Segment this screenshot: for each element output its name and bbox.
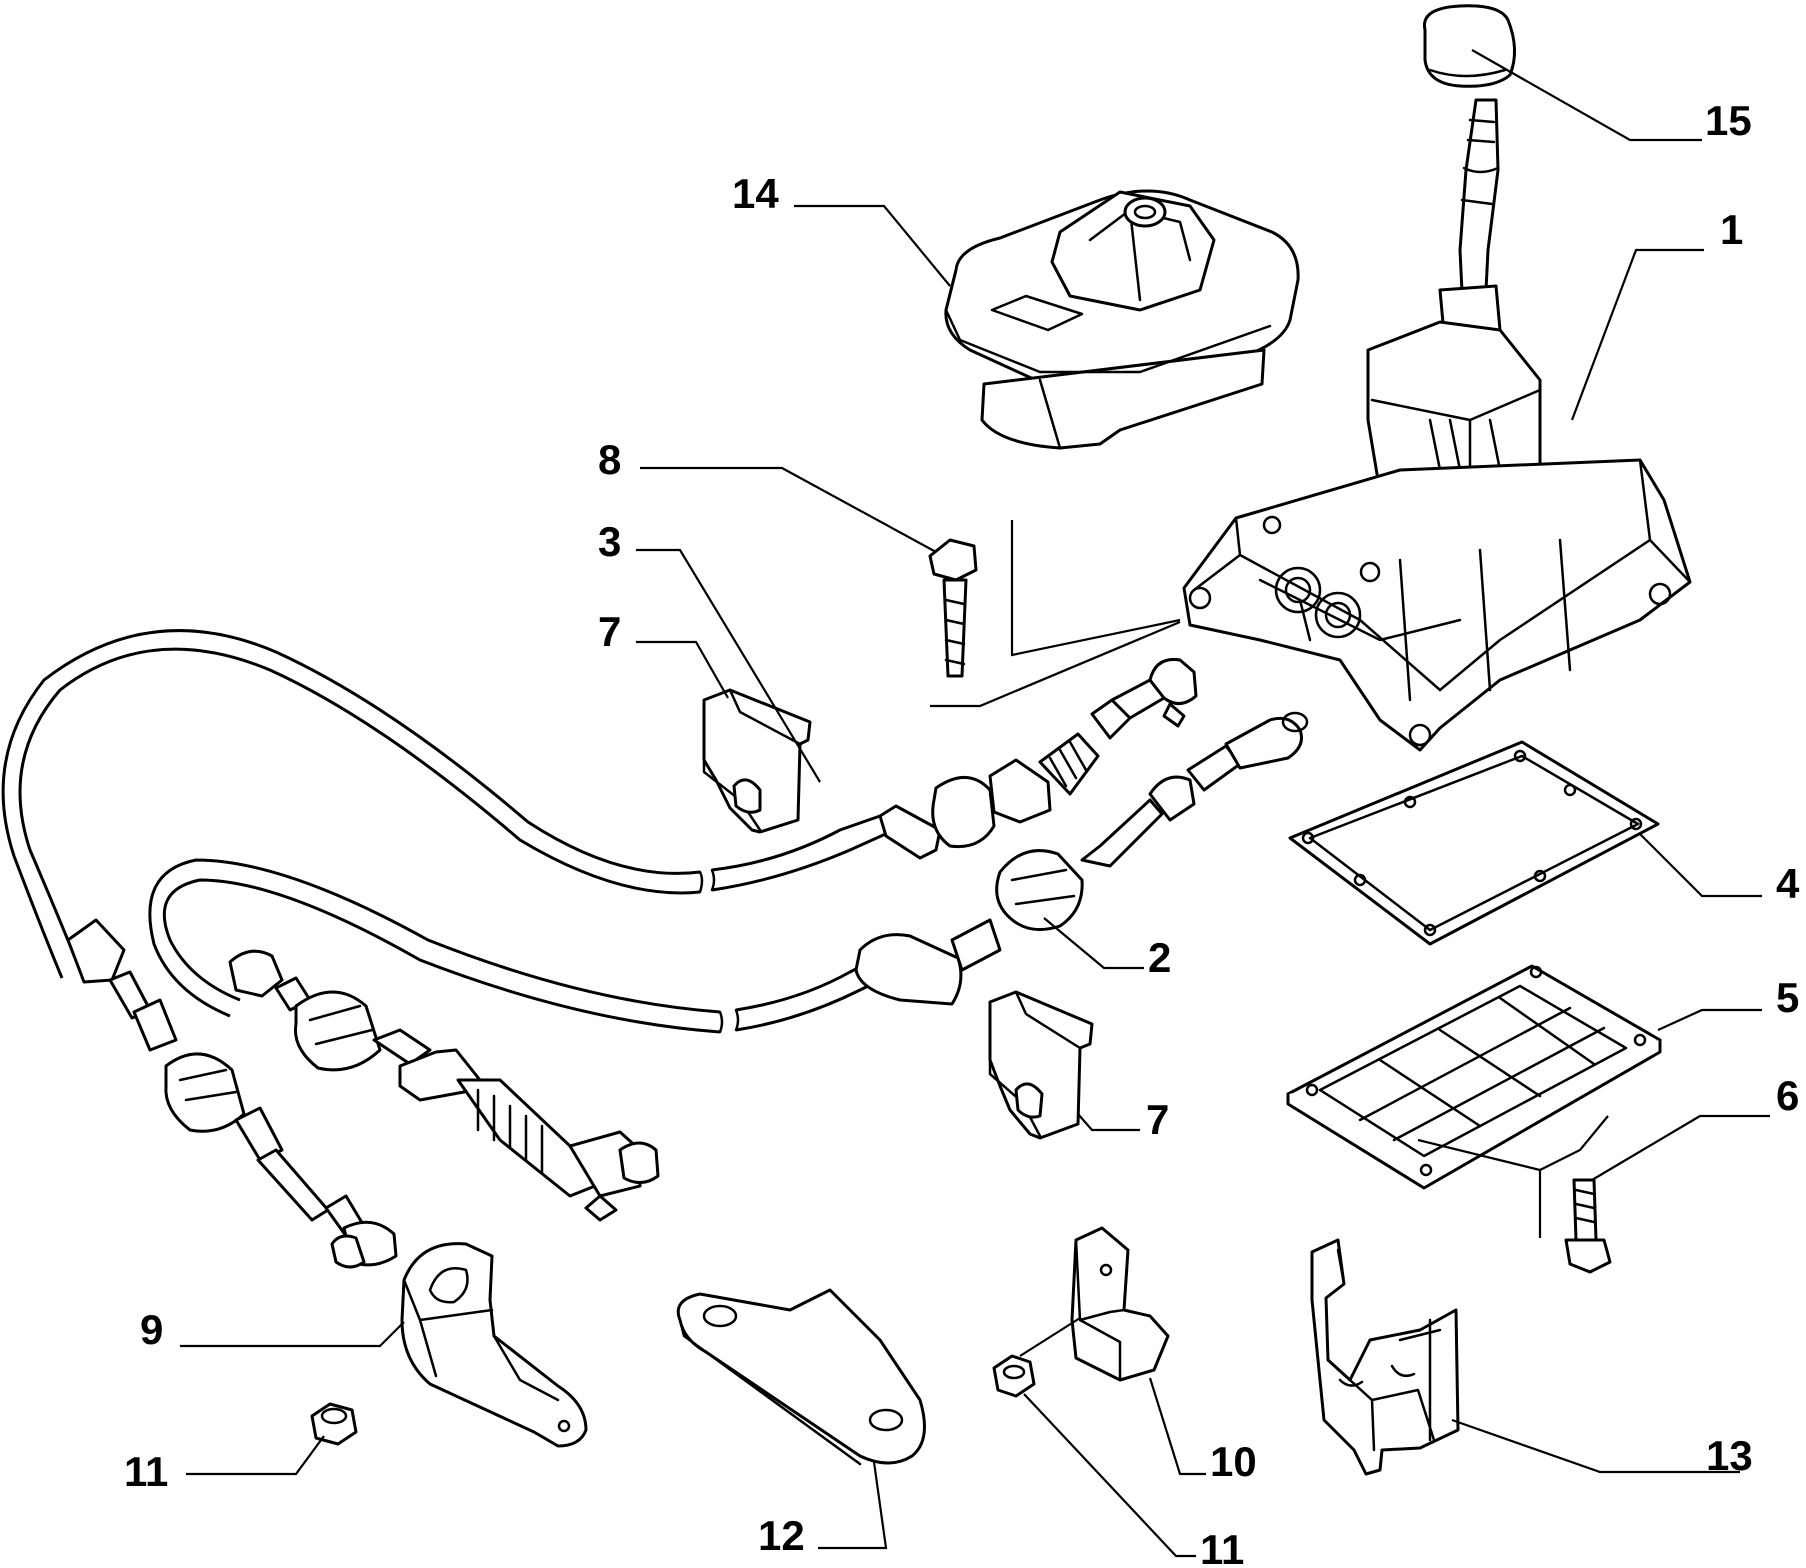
- callout-4: 4: [1776, 860, 1800, 907]
- part-14-gear-boot: [944, 189, 1300, 450]
- part-4-gasket: [1288, 740, 1660, 946]
- part-5-base-plate: [1286, 964, 1662, 1190]
- part-12-plate: [676, 1288, 926, 1466]
- callout-1: 1: [1720, 206, 1743, 253]
- part-10-clip: [1070, 1226, 1170, 1382]
- callout-2: 2: [1148, 934, 1171, 981]
- part-6-bolt: [1417, 1115, 1612, 1274]
- callout-10: 10: [1210, 1438, 1257, 1485]
- callout-7-upper: 7: [598, 608, 621, 655]
- part-1-gear-shift-housing: [930, 98, 1692, 752]
- callout-11-left: 11: [124, 1448, 168, 1495]
- callout-6: 6: [1776, 1072, 1799, 1119]
- part-11-nut-right: [992, 1317, 1081, 1398]
- leader-lines: [180, 49, 1770, 1558]
- part-7-clip-lower: [988, 990, 1094, 1140]
- part-11-nut-left: [310, 1402, 358, 1446]
- callout-15: 15: [1705, 97, 1752, 144]
- part-13-bracket: [1310, 1238, 1460, 1476]
- callout-labels: 15 1 14 8 3 7 2 7 4 5 6 13 9 11 12 10 11: [124, 97, 1800, 1568]
- part-3-cable: [1, 629, 1198, 1269]
- part-2-cable: [148, 711, 1309, 1222]
- callout-8: 8: [598, 436, 621, 483]
- part-9-lever-bracket: [400, 1242, 588, 1448]
- callout-14: 14: [732, 170, 779, 217]
- callout-9: 9: [140, 1306, 163, 1353]
- callout-13: 13: [1706, 1432, 1753, 1479]
- part-7-clip-upper: [702, 688, 812, 834]
- callout-5: 5: [1776, 974, 1799, 1021]
- part-15-gear-knob: [1422, 4, 1516, 88]
- callout-7-lower: 7: [1146, 1096, 1169, 1143]
- callout-12: 12: [758, 1512, 805, 1559]
- callout-3: 3: [598, 518, 621, 565]
- part-8-bolt: [928, 538, 978, 678]
- callout-11-right: 11: [1200, 1526, 1244, 1568]
